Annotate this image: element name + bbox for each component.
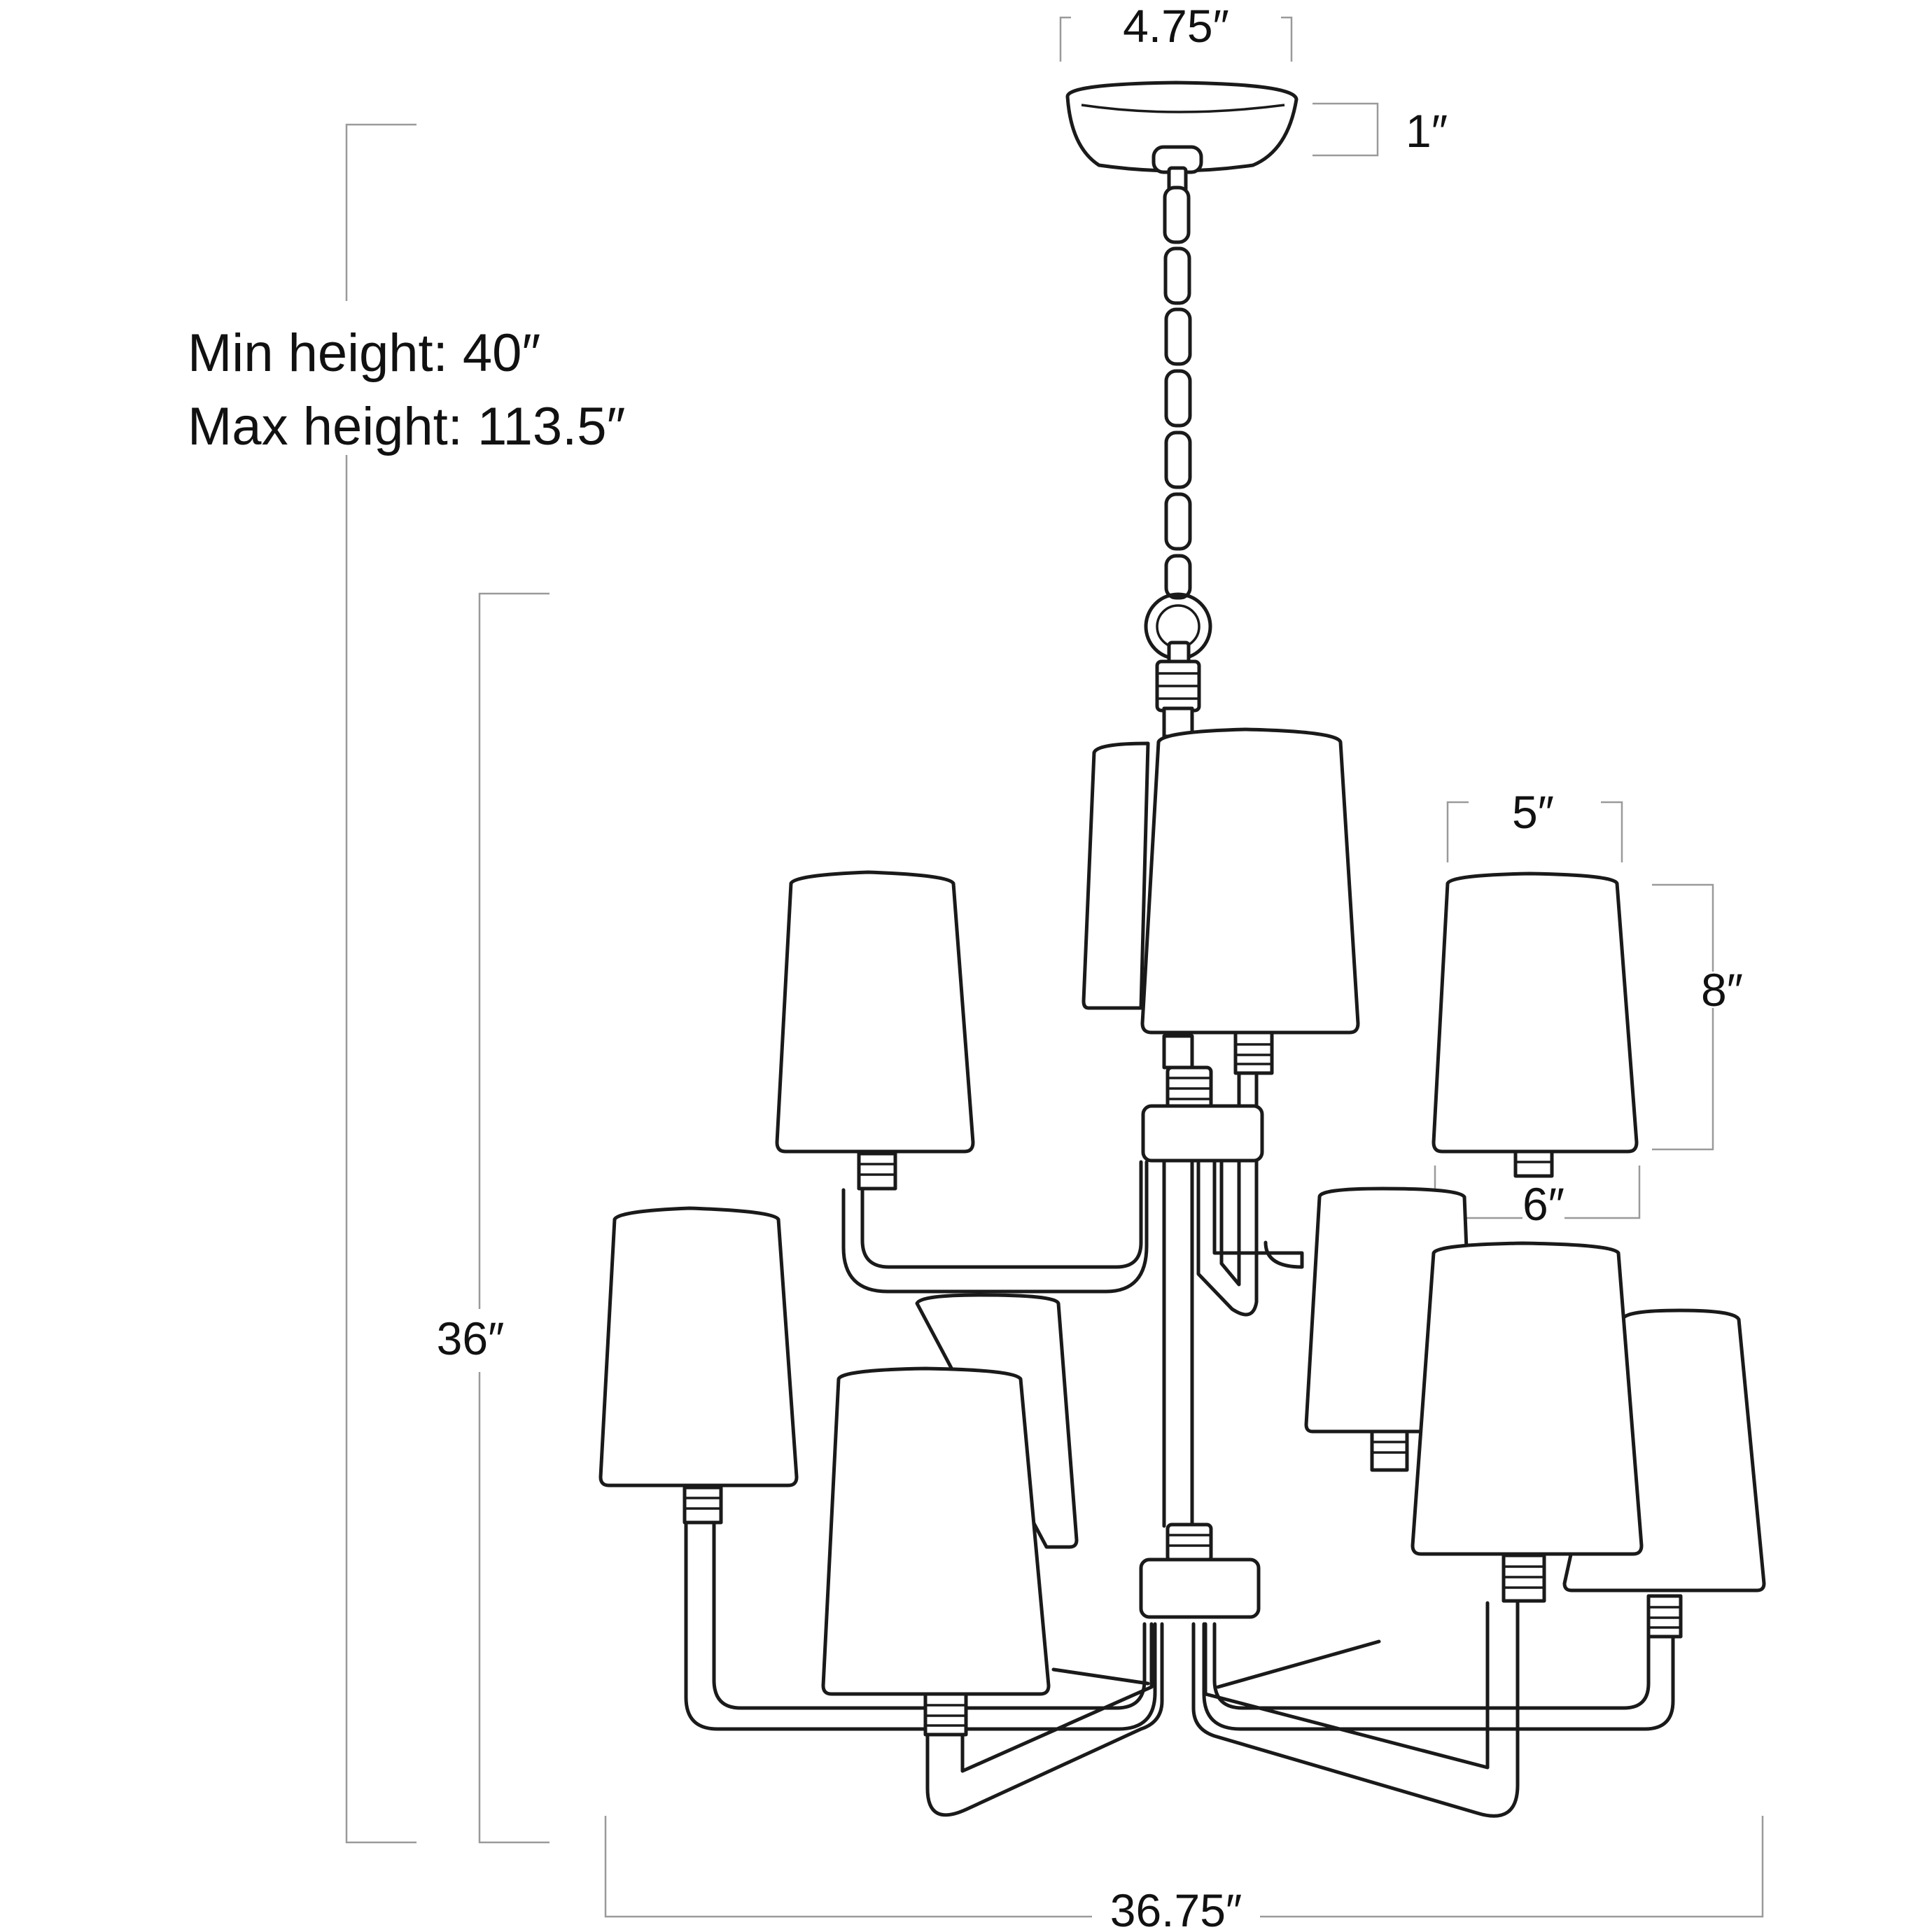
- canopy-width-bracket: [1059, 16, 1293, 62]
- shade-height-label: 8″: [1701, 964, 1743, 1016]
- hubs: [1139, 1034, 1264, 1619]
- overall-height-bracket: [345, 123, 416, 1844]
- ceiling-canopy: [1065, 80, 1298, 173]
- dimension-lines: [345, 16, 1764, 1918]
- canopy-height-bracket: [1312, 102, 1379, 157]
- shade-top-label: 5″: [1512, 786, 1554, 838]
- canopy-and-chain: [1065, 80, 1298, 738]
- overall-width-label: 36.75″: [1110, 1884, 1242, 1932]
- shade-bottom-label: 6″: [1522, 1178, 1564, 1230]
- min-height-label: Min height: 40″: [188, 323, 540, 383]
- upper-tier-arms: [841, 1051, 1304, 1528]
- body-height-bracket: [478, 592, 550, 1844]
- dimension-labels: 4.75″ 1″ Min height: 40″ Max height: 113…: [188, 0, 1743, 1932]
- canopy-height-label: 1″: [1406, 105, 1448, 157]
- shade-upper-back: [1082, 741, 1150, 1010]
- front-shades: [598, 727, 1683, 1737]
- canopy-width-label: 4.75″: [1123, 0, 1229, 52]
- shade-upper-right: [1432, 872, 1639, 1154]
- shade-lower-left-front: [821, 1366, 1051, 1696]
- shade-height-bracket: [1652, 883, 1714, 1151]
- max-height-label: Max height: 113.5″: [188, 397, 625, 456]
- shade-top-bracket: [1446, 801, 1623, 862]
- shade-lower-right-front: [1410, 1241, 1644, 1556]
- shade-upper-left: [775, 870, 975, 1154]
- shade-upper-center: [1140, 727, 1360, 1035]
- shade-lower-left-outer: [598, 1206, 799, 1488]
- overall-width-bracket: [604, 1816, 1764, 1918]
- body-height-label: 36″: [437, 1312, 505, 1364]
